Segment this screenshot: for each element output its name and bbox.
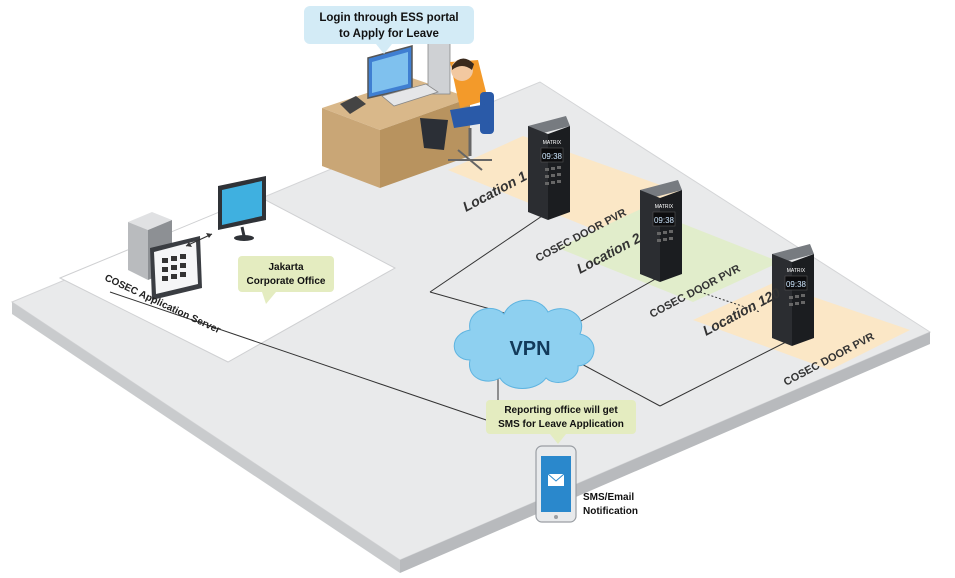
office-callout-line1: Jakarta	[268, 262, 303, 273]
desk-workstation	[322, 35, 494, 188]
device-120-brand: MATRIX	[787, 268, 806, 274]
door-device-2: 09:38 MATRIX	[640, 180, 682, 282]
application-server	[128, 176, 266, 300]
door-device-1: 09:38 MATRIX	[528, 116, 570, 220]
phone-label-line1: SMS/Email	[583, 492, 634, 503]
vpn-cloud: VPN	[453, 299, 595, 389]
device-2-brand: MATRIX	[655, 204, 674, 210]
phone-label-line2: Notification	[583, 506, 638, 517]
ess-callout: Login through ESS portal to Apply for Le…	[304, 6, 474, 54]
device-1-brand: MATRIX	[543, 140, 562, 146]
jakarta-office-pad	[58, 195, 397, 363]
device-2-screen-text: 09:38	[654, 216, 675, 225]
reporting-callout: Reporting office will get SMS for Leave …	[486, 400, 636, 444]
vpn-label: VPN	[509, 338, 550, 360]
ess-callout-line2: to Apply for Leave	[339, 28, 439, 40]
office-callout-line2: Corporate Office	[247, 276, 326, 287]
device-1-screen-text: 09:38	[542, 152, 563, 161]
office-callout: Jakarta Corporate Office	[238, 256, 334, 304]
smartphone	[535, 445, 577, 523]
ess-callout-line1: Login through ESS portal	[319, 12, 458, 24]
door-device-120: 09:38 MATRIX	[772, 244, 814, 346]
reporting-callout-line2: SMS for Leave Application	[498, 419, 624, 430]
reporting-callout-line1: Reporting office will get	[504, 405, 618, 416]
device-120-screen-text: 09:38	[786, 280, 807, 289]
